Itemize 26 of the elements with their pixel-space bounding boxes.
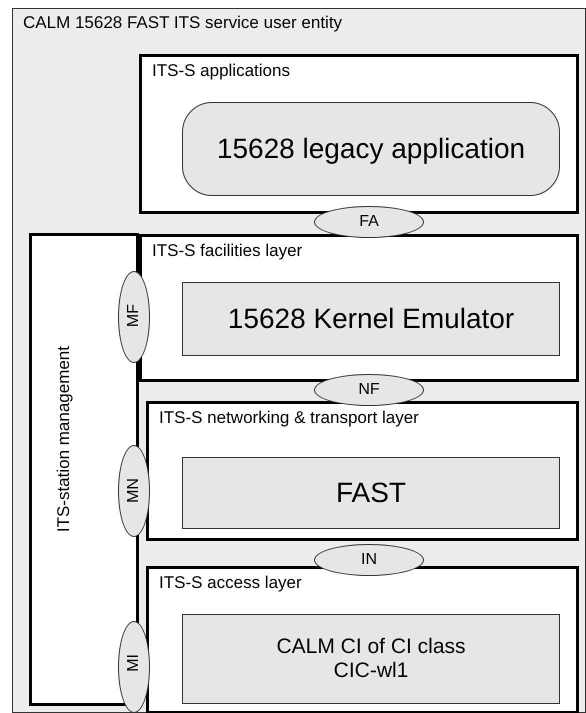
entity-box <box>12 8 586 713</box>
management-box <box>29 233 139 706</box>
interface-label: MI <box>125 654 143 672</box>
component-label: FAST <box>334 477 407 509</box>
layer-box <box>139 54 579 214</box>
interface-label: MN <box>125 478 143 503</box>
component-label: 15628 legacy application <box>216 133 526 165</box>
interface-label: MF <box>125 304 143 328</box>
layer-box <box>146 566 579 713</box>
layer-title: ITS-S access layer <box>159 573 302 593</box>
interface-label: FA <box>358 213 380 231</box>
entity-title: CALM 15628 FAST ITS service user entity <box>23 13 342 33</box>
component-box <box>182 282 560 356</box>
interface-label: NF <box>357 381 381 399</box>
component-label: CALM CI of CI class CIC-wl1 <box>275 635 467 683</box>
layer-title: ITS-S networking & transport layer <box>159 408 419 428</box>
layer-box <box>139 234 579 382</box>
component-box <box>182 614 560 704</box>
layer-title: ITS-S facilities layer <box>152 241 302 261</box>
application-box <box>182 102 560 196</box>
component-label: 15628 Kernel Emulator <box>226 303 516 335</box>
management-label: ITS-station management <box>54 346 74 532</box>
layer-title: ITS-S applications <box>152 61 290 81</box>
interface-label: IN <box>360 551 378 569</box>
component-box <box>182 457 560 529</box>
layer-box <box>146 401 579 541</box>
